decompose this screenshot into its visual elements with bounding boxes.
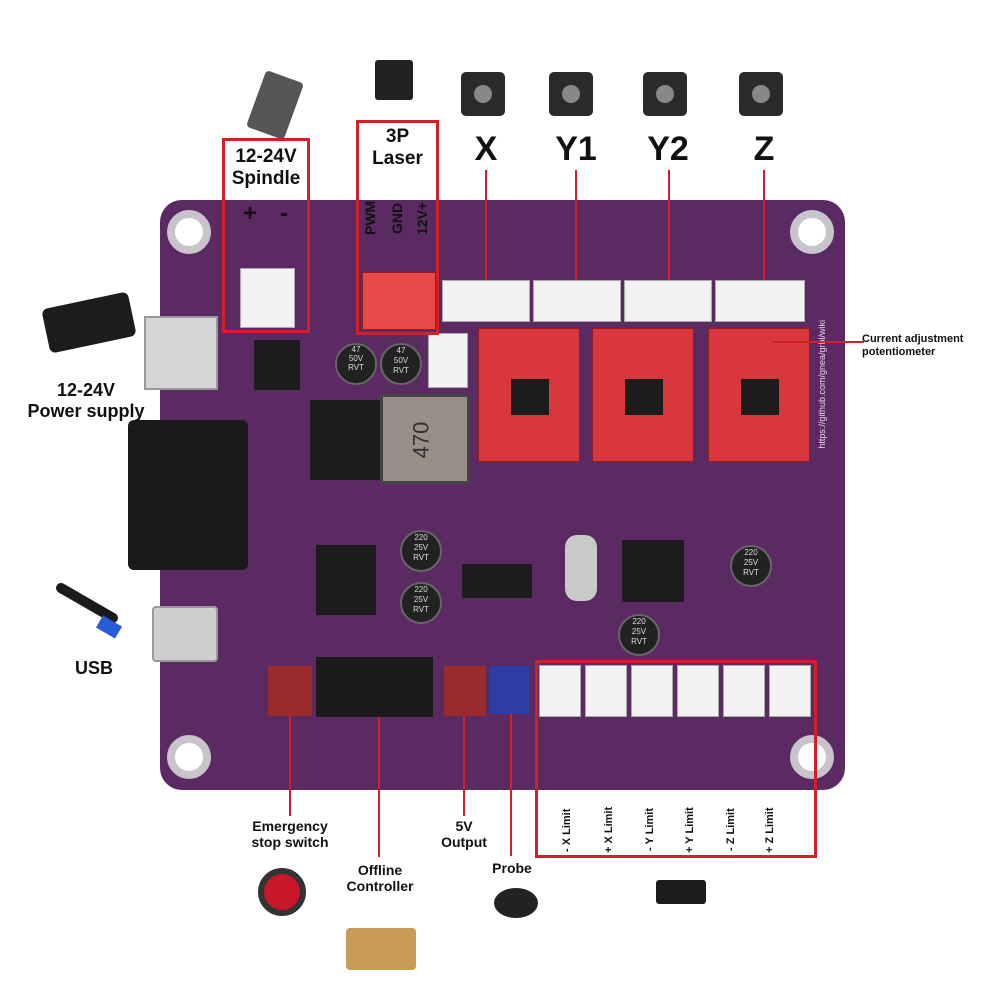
stepper-motor-icon-y2: [643, 72, 687, 116]
z-motor-connector: [715, 280, 805, 322]
spindle-motor-icon: [245, 69, 305, 141]
limit-connector: [769, 665, 811, 717]
limit-label-x-minus: - X Limit: [561, 808, 573, 852]
mount-hole-bottom-left: [167, 735, 211, 779]
5v-leader-line: [463, 716, 465, 816]
probe-icon: [494, 888, 538, 918]
capacitor-marking: 220 25V RVT: [413, 585, 429, 614]
current-adj-leader-line: [772, 341, 864, 343]
y1-leader-line: [575, 170, 577, 280]
logic-chip: [462, 564, 532, 598]
emergency-label: Emergency stop switch: [251, 818, 329, 851]
dc-power-jack: [144, 316, 218, 390]
capacitor-marking: 220 25V RVT: [413, 533, 429, 562]
offline-leader-line: [378, 717, 380, 857]
spindle-highlight-box: [222, 138, 310, 333]
5v-output-label: 5V Output: [441, 818, 487, 851]
capacitor: 220 25V RVT: [730, 545, 772, 587]
laser-pin-12v: 12V+: [414, 201, 430, 235]
usb-label: USB: [74, 658, 113, 678]
probe-label: Probe: [492, 860, 532, 876]
limit-switch-icon: [656, 880, 706, 904]
x-leader-line: [485, 170, 487, 280]
y2-motor-connector: [624, 280, 712, 322]
capacitor-marking: 47 50V RVT: [393, 346, 409, 375]
stepper-driver-z: [708, 328, 810, 462]
stepper-motor-icon-x: [461, 72, 505, 116]
capacitor: 220 25V RVT: [400, 530, 442, 572]
inductor: 470: [380, 394, 470, 484]
axis-label-x: X: [474, 130, 498, 168]
usb-port: [152, 606, 218, 662]
mosfet: [316, 545, 376, 615]
capacitor-marking: 220 25V RVT: [743, 548, 759, 577]
limit-label-x-plus: + X Limit: [603, 806, 615, 854]
regulator-chip: [310, 400, 380, 480]
offline-controller-icon: [346, 928, 416, 970]
estop-connector: [268, 666, 312, 716]
board-url: https://github.com/gnea/grbl/wiki: [817, 320, 827, 449]
power-adapter-icon: [41, 291, 137, 354]
axis-label-z: Z: [753, 130, 775, 168]
current-adj-label: Current adjustment potentiometer: [862, 333, 964, 358]
mount-hole-top-right: [790, 210, 834, 254]
limit-label-z-plus: + Z Limit: [764, 807, 776, 853]
z-leader-line: [763, 170, 765, 280]
capacitor: 220 25V RVT: [618, 614, 660, 656]
limit-label-y-plus: + Y Limit: [684, 807, 696, 853]
estop-leader-line: [289, 716, 291, 816]
offline-controller-header: [316, 657, 433, 717]
spindle-plus-label: +: [242, 200, 257, 227]
axis-label-y1: Y1: [555, 130, 597, 168]
spindle-label: 12-24V Spindle: [231, 146, 301, 189]
limit-connector: [631, 665, 673, 717]
limit-connector: [677, 665, 719, 717]
limit-highlight-box: [535, 660, 817, 858]
diode: [254, 340, 300, 390]
laser-label: 3P Laser: [372, 126, 423, 169]
laser-pin-gnd: GND: [389, 202, 405, 234]
mount-hole-top-left: [167, 210, 211, 254]
spindle-connector: [240, 268, 295, 328]
capacitor: 220 25V RVT: [400, 582, 442, 624]
y2-leader-line: [668, 170, 670, 280]
aux-connector: [428, 333, 468, 388]
laser-module-icon: [375, 60, 413, 100]
power-supply-label: 12-24V Power supply: [27, 380, 145, 421]
spindle-minus-label: -: [280, 200, 288, 227]
offline-label: Offline Controller: [346, 862, 414, 895]
power-rocker-switch[interactable]: [128, 420, 248, 570]
stepper-driver-y: [592, 328, 694, 462]
emergency-button-icon: [258, 868, 306, 916]
laser-highlight-box: [356, 120, 439, 335]
limit-connector: [723, 665, 765, 717]
y1-motor-connector: [533, 280, 621, 322]
stepper-motor-icon-z: [739, 72, 783, 116]
mount-hole-bottom-right: [790, 735, 834, 779]
limit-label-z-minus: - Z Limit: [725, 808, 737, 852]
capacitor: 47 50V RVT: [335, 343, 377, 385]
mcu-chip: [622, 540, 684, 602]
inductor-marking: 470: [408, 421, 434, 459]
crystal: [565, 535, 597, 601]
capacitor: 47 50V RVT: [380, 343, 422, 385]
x-motor-connector: [442, 280, 530, 322]
limit-connector: [585, 665, 627, 717]
usb-cable-icon: [54, 581, 120, 625]
limit-connector: [539, 665, 581, 717]
5v-output-connector: [444, 666, 486, 716]
stepper-driver-x: [478, 328, 580, 462]
axis-label-y2: Y2: [647, 130, 689, 168]
probe-connector: [490, 666, 530, 714]
stepper-motor-icon-y1: [549, 72, 593, 116]
limit-label-y-minus: - Y Limit: [644, 808, 656, 852]
laser-pin-pwm: PWM: [362, 200, 378, 236]
laser-connector: [362, 272, 436, 330]
capacitor-marking: 220 25V RVT: [631, 617, 647, 646]
probe-leader-line: [510, 714, 512, 856]
